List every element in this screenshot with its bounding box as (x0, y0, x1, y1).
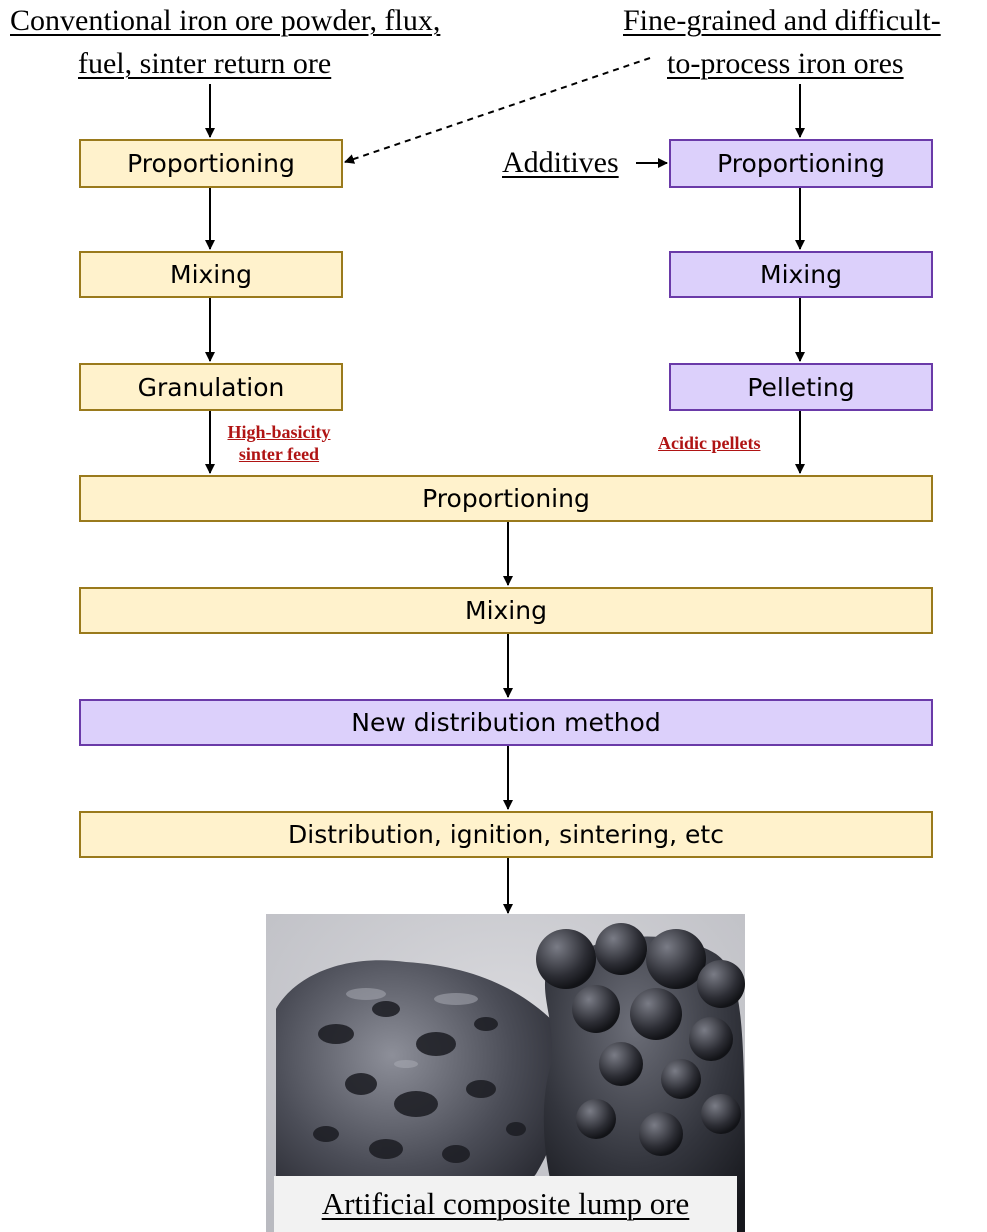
new-distribution-label: New distribution method (351, 708, 661, 737)
left-proportioning-box: Proportioning (79, 139, 343, 188)
left-mixing-label: Mixing (170, 260, 252, 289)
right-source-line2: to-process iron ores (667, 47, 904, 80)
right-mixing-box: Mixing (669, 251, 933, 298)
granulation-box: Granulation (79, 363, 343, 411)
final-process-box: Distribution, ignition, sintering, etc (79, 811, 933, 858)
high-basicity-label: High-basicity sinter feed (214, 421, 344, 465)
left-source-line1: Conventional iron ore powder, flux, (10, 4, 441, 37)
main-mixing-label: Mixing (465, 596, 547, 625)
right-proportioning-box: Proportioning (669, 139, 933, 188)
main-proportioning-label: Proportioning (422, 484, 590, 513)
right-mixing-label: Mixing (760, 260, 842, 289)
main-proportioning-box: Proportioning (79, 475, 933, 522)
high-basicity-line1: High-basicity (227, 422, 331, 442)
granulation-label: Granulation (137, 372, 285, 402)
right-proportioning-label: Proportioning (717, 149, 885, 178)
result-caption: Artificial composite lump ore (274, 1176, 737, 1232)
arrow-dashed-fine-ores-to-left-proportioning (344, 57, 651, 164)
left-mixing-box: Mixing (79, 251, 343, 298)
additives-label: Additives (502, 146, 619, 179)
acidic-pellets-label: Acidic pellets (658, 433, 761, 453)
composite-lump-ore-photo: Artificial composite lump ore (266, 914, 745, 1232)
final-process-label: Distribution, ignition, sintering, etc (288, 820, 724, 849)
right-source-line1: Fine-grained and difficult- (623, 4, 941, 37)
high-basicity-line2: sinter feed (238, 444, 320, 464)
left-source-line2: fuel, sinter return ore (78, 47, 332, 80)
left-proportioning-label: Proportioning (127, 149, 295, 178)
pelleting-label: Pelleting (747, 372, 855, 402)
pelleting-box: Pelleting (669, 363, 933, 411)
main-mixing-box: Mixing (79, 587, 933, 634)
new-distribution-box: New distribution method (79, 699, 933, 746)
